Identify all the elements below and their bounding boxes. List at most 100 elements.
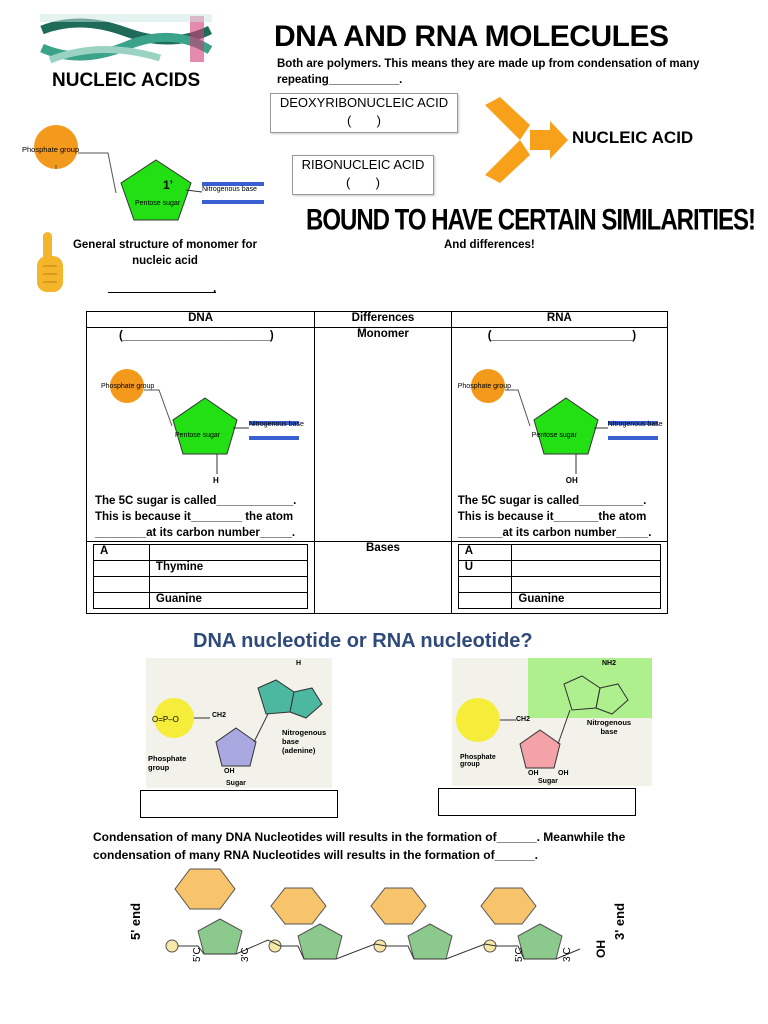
left-h-label: H bbox=[296, 660, 302, 667]
rna-sugar-label: Pentose sugar bbox=[531, 432, 577, 439]
dna-phosphate-label: Phosphate group bbox=[101, 383, 155, 390]
rna-line-3: _______at its carbon number_____. bbox=[457, 527, 652, 539]
dna-nucleotide-diagram bbox=[110, 369, 299, 474]
rna-base-label: Nitrogenous base bbox=[607, 421, 663, 428]
dna-line-1: The 5C sugar is called____________. bbox=[95, 495, 297, 507]
dna-sugar-question: The 5C sugar is called____________. This… bbox=[95, 493, 296, 541]
dna-base-label: Nitrogenous base bbox=[249, 421, 304, 428]
dna-base-cell: Thymine bbox=[148, 560, 309, 577]
strand-oh-label: OH bbox=[594, 940, 608, 958]
left-phosphate-label: Phosphate group bbox=[148, 754, 187, 772]
rna-base-cell bbox=[511, 544, 661, 561]
dna-base-cell bbox=[93, 576, 150, 593]
left-sugar-label: Sugar bbox=[226, 780, 246, 787]
condensation-line-2: condensation of many RNA Nucleotides wil… bbox=[93, 848, 538, 862]
dna-line-2: This is because it________ the atom bbox=[95, 511, 294, 523]
strand-5c-label-2: 5'C bbox=[514, 947, 525, 962]
dna-base-cell bbox=[93, 592, 150, 609]
diff-monomer-cell: Monomer bbox=[314, 327, 452, 542]
dna-bases-cell: A Thymine Guanine bbox=[85, 541, 316, 614]
rna-phosphate-label: Phosphate group bbox=[457, 383, 512, 390]
nucleic-acid-label: NUCLEIC ACID bbox=[572, 128, 694, 147]
comparison-table: DNA Differences RNA (___________________… bbox=[85, 311, 669, 614]
strand-3c-label: 3'C bbox=[240, 947, 251, 962]
rna-line-1: The 5C sugar is called__________. bbox=[457, 495, 647, 507]
monomer-blank-dot: . bbox=[213, 281, 217, 295]
right-oh2-label: OH bbox=[558, 770, 569, 777]
right-sugar-label: Sugar bbox=[538, 778, 558, 785]
rna-base-cell: A bbox=[457, 544, 513, 561]
right-nucleotide-figure: NH2 CH2 Phosphate group Nitrogenous base… bbox=[452, 658, 652, 786]
col-diff-header: Differences bbox=[314, 311, 452, 328]
dna-sugar-label: Pentose sugar bbox=[175, 432, 221, 439]
dna-carbon-atom: H bbox=[213, 476, 219, 485]
deoxy-box: DEOXYRIBONUCLEIC ACID ( ) bbox=[270, 93, 458, 133]
polynucleotide-strand bbox=[140, 864, 640, 974]
rna-base-cell: Guanine bbox=[511, 592, 661, 609]
monomer-sugar-label: Pentose sugar bbox=[135, 200, 181, 207]
dna-base-cell bbox=[148, 544, 309, 561]
rna-bases-cell: A U Guanine bbox=[450, 541, 669, 614]
rna-line-2: This is because it_______the atom bbox=[457, 511, 647, 523]
dna-base-cell bbox=[148, 576, 309, 593]
dna-line-3: ________at its carbon number_____. bbox=[95, 527, 296, 539]
ribo-blank: ( ) bbox=[346, 175, 380, 190]
rna-monomer-cell: (______________________) Phosphate group… bbox=[450, 327, 669, 542]
svg-text:O=P–O: O=P–O bbox=[152, 715, 179, 724]
strand-5c-label: 5'C bbox=[192, 947, 203, 962]
diff-bases-cell: Bases bbox=[314, 541, 452, 614]
question-title: DNA nucleotide or RNA nucleotide? bbox=[193, 630, 533, 652]
rna-base-cell: U bbox=[457, 560, 513, 577]
deoxy-label: DEOXYRIBONUCLEIC ACID bbox=[279, 95, 449, 110]
three-end-label: 3' end bbox=[612, 902, 627, 940]
right-base-label: Nitrogenous base bbox=[586, 718, 632, 736]
dna-logo-icon bbox=[40, 10, 213, 68]
monomer-caption: General structure of monomer for nucleic… bbox=[72, 239, 258, 267]
page-title: DNA AND RNA MOLECULES bbox=[274, 20, 669, 53]
condensation-line-1: Condensation of many DNA Nucleotides wil… bbox=[93, 830, 626, 844]
right-nh2-label: NH2 bbox=[602, 660, 617, 667]
right-ch2-label: CH2 bbox=[516, 716, 531, 723]
dna-monomer-cell: (_______________________) Phosphate grou… bbox=[85, 327, 316, 542]
monomer-diagram bbox=[16, 125, 266, 230]
rna-bases-table: A U Guanine bbox=[457, 544, 661, 609]
monomer-prime-label: 1’ bbox=[163, 178, 174, 192]
ribo-label: RIBONUCLEIC ACID bbox=[301, 157, 425, 172]
intro-text: Both are polymers. This means they are m… bbox=[277, 58, 700, 86]
topic-title: NUCLEIC ACIDS bbox=[52, 70, 201, 91]
col-rna-header: RNA bbox=[450, 311, 669, 328]
deoxy-blank: ( ) bbox=[347, 113, 381, 128]
rna-sugar-question: The 5C sugar is called__________. This i… bbox=[458, 493, 652, 541]
dna-base-cell: Guanine bbox=[148, 592, 309, 609]
left-answer-box[interactable] bbox=[140, 790, 338, 818]
monomer-answer-blank bbox=[108, 280, 216, 293]
dna-monomer-blank: (_______________________) bbox=[119, 330, 274, 342]
strand-3c-label-2: 3'C bbox=[562, 947, 573, 962]
rna-base-cell bbox=[511, 576, 661, 593]
rna-carbon-atom: OH bbox=[565, 476, 578, 485]
ribo-box: RIBONUCLEIC ACID ( ) bbox=[292, 155, 434, 195]
left-nucleotide-figure: O=P–O CH2 Phosphate group H Nitrogenous … bbox=[146, 658, 332, 788]
rna-base-cell bbox=[457, 592, 513, 609]
rna-monomer-blank: (______________________) bbox=[487, 330, 637, 342]
monomer-base-label: Nitrogenous base bbox=[202, 186, 257, 193]
five-end-label: 5' end bbox=[128, 902, 143, 940]
right-phosphate-label: Phosphate group bbox=[460, 754, 496, 768]
dna-bases-table: A Thymine Guanine bbox=[93, 544, 309, 609]
orange-arrows-icon bbox=[480, 95, 570, 185]
left-ch2-label: CH2 bbox=[212, 712, 227, 719]
left-base-label: Nitrogenous base (adenine) bbox=[282, 728, 327, 755]
monomer-phosphate-label: Phosphate group bbox=[22, 145, 80, 154]
dna-base-cell bbox=[93, 560, 150, 577]
rna-base-cell bbox=[511, 560, 661, 577]
right-answer-box[interactable] bbox=[438, 788, 636, 816]
rna-nucleotide-diagram bbox=[470, 369, 658, 474]
banner-text: BOUND TO HAVE CERTAIN SIMILARITIES! bbox=[306, 203, 756, 237]
right-oh1-label: OH bbox=[528, 770, 539, 777]
rna-base-cell bbox=[457, 576, 513, 593]
pointing-hand-icon bbox=[35, 232, 65, 297]
col-dna-header: DNA bbox=[85, 311, 316, 328]
left-oh-label: OH bbox=[224, 768, 235, 775]
dna-base-cell: A bbox=[93, 544, 150, 561]
differences-text: And differences! bbox=[444, 239, 535, 251]
